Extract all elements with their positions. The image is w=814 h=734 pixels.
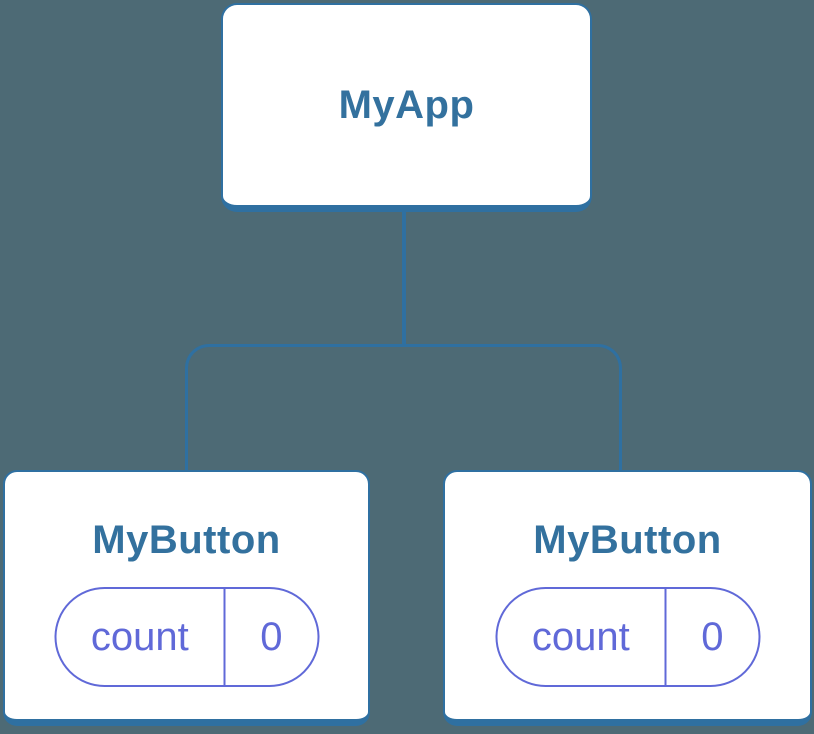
component-node-mybutton-left: MyButton count 0 [3,470,370,726]
children-connector-bracket [185,344,622,470]
root-connector-line [402,210,406,346]
state-value-label: 0 [701,614,724,659]
component-node-mybutton-right: MyButton count 0 [443,470,812,726]
state-pill-right: count 0 [495,587,760,687]
component-label-myapp: MyApp [338,82,475,127]
component-label-mybutton-right: MyButton [533,518,722,562]
state-pill-left: count 0 [54,587,319,687]
state-key-label: count [497,589,667,685]
component-label-mybutton-left: MyButton [92,518,281,562]
state-key-label: count [56,589,226,685]
component-node-myapp: MyApp [221,3,592,212]
state-value-label: 0 [260,614,283,659]
